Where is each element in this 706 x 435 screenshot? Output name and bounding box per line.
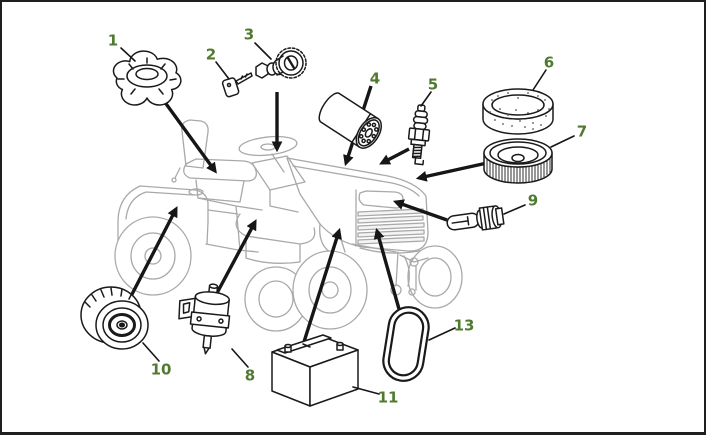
leader-9 — [503, 204, 526, 215]
callout-13-label: 13 — [453, 316, 475, 335]
arrow-10 — [127, 206, 178, 301]
engine-oil-filter-drawing — [318, 92, 383, 149]
arrow-7 — [415, 161, 488, 182]
callout-4-label: 4 — [369, 69, 381, 88]
leader-7 — [550, 135, 575, 148]
foam-precleaner-drawing — [482, 88, 554, 135]
callout-10-label: 10 — [150, 360, 172, 379]
callout-5-label: 5 — [427, 75, 439, 94]
callout-9-label: 9 — [527, 191, 539, 210]
leader-13 — [428, 327, 456, 341]
leader-11 — [352, 386, 380, 395]
arrow-5 — [379, 147, 410, 165]
callout-7-label: 7 — [576, 122, 588, 141]
arrow-11 — [301, 227, 342, 346]
callout-3-label: 3 — [243, 25, 255, 44]
callout-2-label: 2 — [205, 45, 217, 64]
drive-belt-drawing — [382, 306, 430, 382]
oil-filter-drawing — [80, 286, 149, 350]
leader-3 — [254, 42, 272, 60]
callout-6-label: 6 — [543, 53, 555, 72]
spark-plug-drawing — [407, 104, 431, 166]
headlight-bulb-drawing — [446, 205, 505, 231]
ignition-key-drawing — [221, 72, 253, 98]
fuel-pump-drawing — [178, 283, 231, 355]
callout-1-label: 1 — [107, 31, 119, 50]
battery-drawing — [271, 334, 359, 407]
callout-8-label: 8 — [244, 366, 256, 385]
fuel-cap-drawing — [112, 50, 182, 106]
ignition-switch-drawing — [255, 47, 307, 79]
air-filter-element-drawing — [483, 138, 553, 184]
leader-1 — [120, 47, 136, 62]
leader-5 — [420, 91, 432, 107]
leader-2 — [215, 61, 230, 80]
arrow-8 — [215, 219, 257, 294]
leader-10 — [142, 342, 160, 362]
leader-lines — [120, 42, 575, 395]
leader-6 — [532, 69, 547, 91]
arrow-9 — [392, 199, 448, 222]
callout-11-label: 11 — [377, 388, 399, 407]
leader-8 — [231, 348, 249, 368]
arrow-13 — [373, 227, 401, 310]
